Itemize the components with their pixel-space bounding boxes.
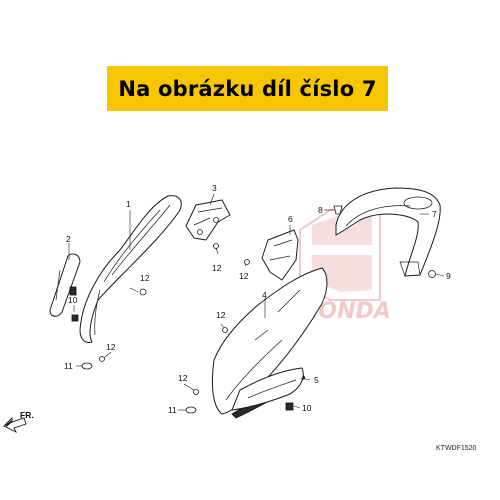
part-7-grab-rail	[335, 187, 441, 277]
callout-10b: 10	[302, 403, 312, 413]
callout-3: 3	[212, 183, 217, 193]
front-label: FR.	[20, 410, 34, 420]
bolt-12b	[213, 243, 219, 249]
bolt-8	[333, 205, 343, 215]
callout-10a: 10	[68, 295, 78, 305]
bolt-12e	[193, 389, 199, 395]
callout-12a: 12	[140, 273, 150, 283]
fasteners	[71, 205, 436, 414]
callout-2: 2	[66, 234, 71, 244]
leader-lines	[68, 193, 445, 411]
part-number-banner: Na obrázku díl číslo 7	[107, 66, 388, 111]
callout-12c: 12	[212, 263, 222, 273]
callout-12d: 12	[239, 271, 249, 281]
callout-1: 1	[126, 199, 131, 209]
callout-9: 9	[446, 271, 451, 281]
part-5-lower-trim	[231, 367, 304, 411]
nut-9	[428, 270, 436, 278]
callout-12f: 12	[178, 373, 188, 383]
callout-8: 8	[318, 205, 323, 215]
callout-7: 7	[432, 209, 437, 219]
bolt-12f	[99, 356, 105, 362]
part-2-side-strip	[49, 253, 81, 317]
callout-5: 5	[314, 375, 319, 385]
clip-10b	[285, 402, 294, 411]
front-direction-arrow-icon: FR.	[3, 410, 34, 434]
clip-10a	[71, 314, 79, 322]
callout-4: 4	[262, 290, 267, 300]
screw-11a	[81, 362, 93, 370]
bolt-12c	[244, 259, 250, 265]
callout-12b: 12	[106, 342, 116, 352]
callout-12e: 12	[216, 310, 226, 320]
banner-title: Na obrázku díl číslo 7	[118, 76, 377, 101]
bolt-12a	[139, 288, 147, 296]
part-6-inner-bracket	[261, 229, 299, 281]
part-3-bracket	[185, 199, 231, 241]
diagram-code: KTWDF1520	[436, 445, 477, 452]
screw-11b	[185, 406, 197, 414]
part-1-rear-cover	[79, 195, 182, 343]
callout-11b: 11	[168, 405, 177, 415]
bolt-12d	[222, 327, 228, 333]
callout-6: 6	[288, 214, 293, 224]
callout-11a: 11	[64, 361, 73, 371]
